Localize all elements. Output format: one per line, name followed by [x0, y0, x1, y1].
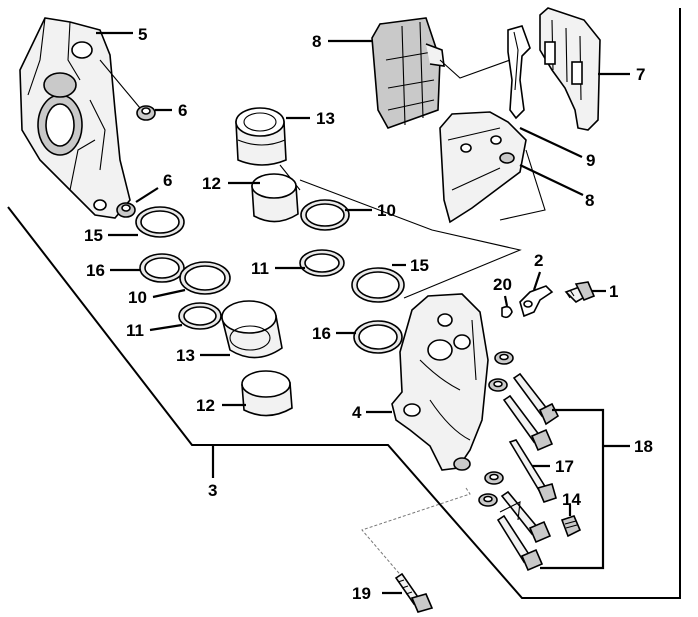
callout-8-lower: 8: [585, 191, 594, 210]
seal-10-upper: [300, 199, 350, 231]
washer-third: [484, 471, 504, 485]
callout-11-lower: 11: [126, 321, 144, 340]
caliper-body: [391, 293, 489, 471]
callout-2: 2: [534, 251, 543, 270]
kit-boundary-line: [7, 8, 681, 599]
mounting-bolt: [394, 572, 434, 613]
callout-7: 7: [636, 65, 645, 84]
nut-lower-callout-leader: [135, 187, 159, 203]
nut-upper-guide: [99, 59, 141, 109]
callout-16-lower: 16: [312, 324, 331, 343]
brake-pad-upper: [371, 17, 445, 129]
hose-bracket: [519, 285, 554, 318]
callout-4: 4: [352, 403, 362, 422]
callout-5: 5: [138, 25, 147, 44]
pad-spring-clip: [507, 25, 531, 120]
callout-8-upper: 8: [312, 32, 321, 51]
pad-clip-guide: [439, 59, 511, 79]
callout-14: 14: [562, 490, 581, 509]
callout-11-upper: 11: [251, 259, 269, 278]
bleeder-cap: [560, 515, 582, 538]
callout-19: 19: [352, 584, 371, 603]
callout-12-upper: 12: [202, 174, 221, 193]
seal-11-lower: [178, 302, 222, 330]
guide-bolt-3: [500, 490, 552, 544]
callout-10-upper: 10: [377, 201, 396, 220]
pad-lower-callout-leader: [519, 164, 584, 196]
bracket-nut-lower: [116, 202, 136, 218]
bleeder-screw: [501, 305, 513, 319]
callout-13-lower: 13: [176, 346, 195, 365]
callout-3: 3: [208, 481, 217, 500]
callout-15-upper: 15: [84, 226, 103, 245]
seal-16-upper: [139, 253, 185, 283]
piston-boot-upper: [251, 173, 299, 223]
guide-bolt-1: [512, 372, 560, 426]
seal-15-lower: [351, 267, 405, 303]
callout-15-lower: 15: [410, 256, 429, 275]
seal-15-upper: [135, 206, 185, 238]
callout-17: 17: [555, 457, 574, 476]
bleeder-callout-leader: [503, 295, 509, 307]
guide-bolt-2: [502, 394, 554, 452]
callout-18: 18: [634, 437, 653, 456]
seal-11-upper: [299, 249, 345, 277]
callout-13-upper: 13: [316, 109, 335, 128]
mount-bolt-guide: [361, 487, 471, 587]
seal-10-lower-callout-leader: [152, 288, 186, 299]
bracket-nut-upper: [136, 105, 156, 121]
caliper-pin: [508, 439, 557, 503]
callout-12-lower: 12: [196, 396, 215, 415]
guide-bolt-4: [496, 501, 544, 572]
callout-20: 20: [493, 275, 512, 294]
hose-bracket-callout-leader: [532, 271, 542, 291]
callout-9: 9: [586, 151, 595, 170]
callout-6-lower: 6: [163, 171, 172, 190]
callout-1: 1: [609, 282, 618, 301]
piston-boot-lower: [241, 370, 293, 417]
seal-10-lower: [179, 261, 231, 295]
brake-pad-lower: [439, 111, 527, 224]
seal-11-lower-callout-leader: [149, 323, 183, 332]
anti-squeal-shim: [539, 7, 601, 131]
callout-10-lower: 10: [128, 288, 147, 307]
caliper-body-guide: [299, 179, 522, 299]
callout-16-upper: 16: [86, 261, 105, 280]
banjo-bolt: [564, 281, 596, 303]
washer-lower: [478, 493, 498, 507]
piston-lower: [220, 300, 283, 359]
clip-callout-leader: [519, 127, 583, 158]
piston-upper: [235, 107, 287, 166]
caliper-bracket: [19, 17, 131, 219]
washer-upper: [494, 351, 514, 365]
callout-6-upper: 6: [178, 101, 187, 120]
washer-middle: [488, 378, 508, 392]
seal-16-lower: [353, 320, 403, 354]
guide-bolt-bracket-lines: [540, 408, 605, 570]
